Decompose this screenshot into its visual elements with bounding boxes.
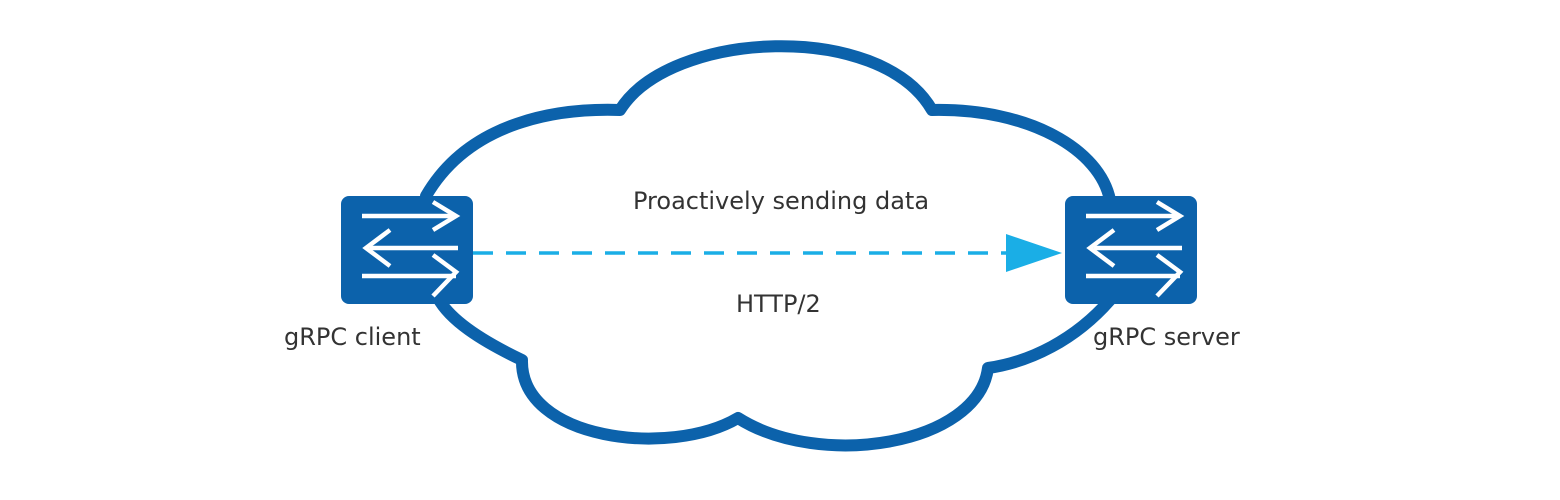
client-label: gRPC client — [284, 323, 421, 351]
data-flow-arrow — [473, 234, 1062, 272]
client-switch-icon — [341, 196, 473, 304]
protocol-label: HTTP/2 — [736, 290, 821, 318]
arrowhead-icon — [1006, 234, 1062, 272]
server-switch-icon — [1065, 196, 1197, 304]
network-cloud — [420, 40, 1116, 452]
server-label: gRPC server — [1093, 323, 1240, 351]
message-label: Proactively sending data — [633, 187, 930, 215]
